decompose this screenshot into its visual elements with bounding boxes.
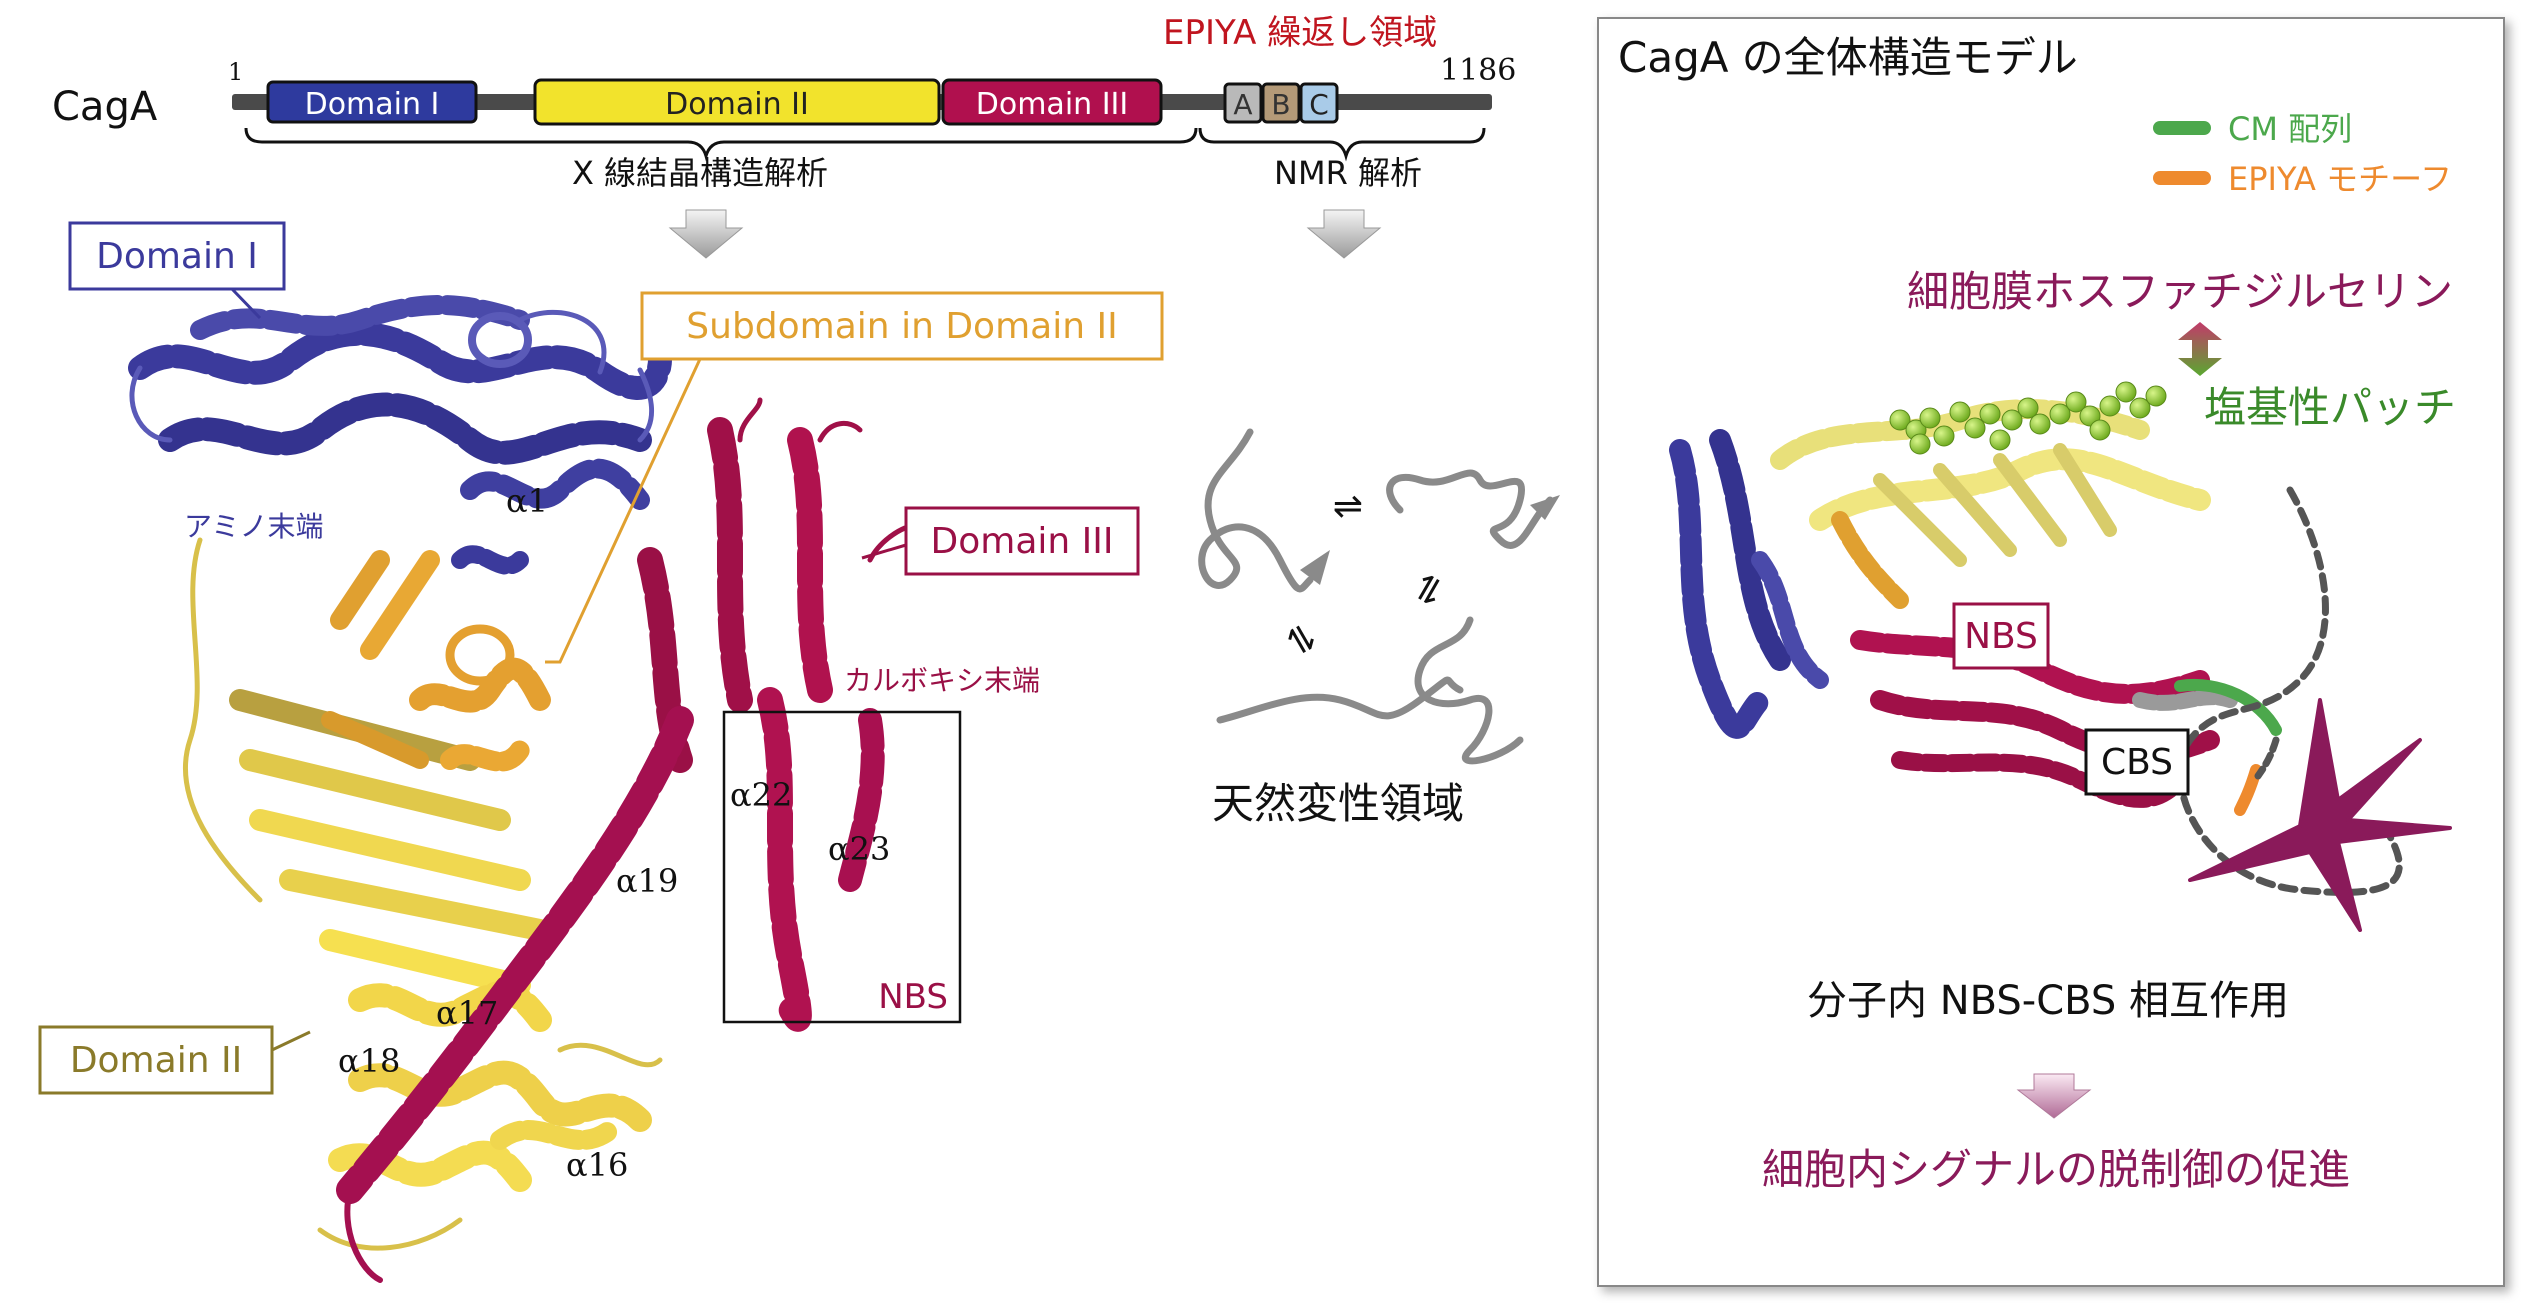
helix-a19-label: α19 [616, 862, 678, 900]
domain-iii-ribbon [336, 397, 908, 1283]
model-title: CagA の全体構造モデル [1618, 33, 2078, 82]
residue-end: 1186 [1440, 53, 1516, 88]
double-arrow [2178, 322, 2222, 376]
disorder-conformer-2 [1386, 469, 1554, 549]
domain-i-ribbon [128, 295, 672, 575]
svg-text:EPIYA モチーフ: EPIYA モチーフ [2228, 160, 2452, 198]
svg-text:NBS: NBS [1964, 616, 2038, 657]
epiya-c-box: C [1299, 82, 1339, 124]
domain-ii-label: Domain II [38, 1025, 311, 1095]
equilibrium-top: ⇌ [1333, 486, 1363, 527]
svg-text:Domain II: Domain II [70, 1040, 242, 1081]
xray-label: X 線結晶構造解析 [572, 154, 828, 192]
basic-patch-label: 塩基性パッチ [2204, 383, 2456, 432]
subdomain-label: Subdomain in Domain II [545, 291, 1164, 664]
down-arrow-nmr [1306, 209, 1382, 259]
subdomain-ribbon [321, 550, 551, 772]
svg-text:CM 配列: CM 配列 [2228, 110, 2352, 148]
interaction-label: 分子内 NBS-CBS 相互作用 [1807, 978, 2289, 1024]
basic-patch-spheres [1889, 381, 2167, 455]
helix-a22-label: α22 [730, 776, 792, 814]
domain-i-label: Domain I [68, 221, 286, 320]
domain-iii-label: Domain III [861, 506, 1140, 576]
nmr-label: NMR 解析 [1274, 154, 1422, 192]
svg-text:Domain I: Domain I [305, 87, 440, 122]
legend-epiya: EPIYA モチーフ [2153, 160, 2452, 198]
svg-text:Domain II: Domain II [665, 87, 809, 122]
legend-cm: CM 配列 [2153, 110, 2352, 148]
helix-a18-label: α18 [338, 1042, 400, 1080]
domain-i-box: Domain I [266, 80, 478, 124]
svg-text:Domain I: Domain I [96, 236, 258, 277]
model-cbs-label: CBS [2084, 728, 2190, 796]
svg-text:Subdomain in Domain II: Subdomain in Domain II [686, 306, 1117, 347]
epiya-a-box: A [1223, 82, 1263, 124]
amino-terminus-label: アミノ末端 [184, 510, 323, 543]
helix-a17-label: α17 [436, 994, 498, 1032]
cm-segment [2174, 678, 2282, 736]
carboxy-terminus-label: カルボキシ末端 [844, 664, 1040, 697]
down-arrow-model [2016, 1073, 2092, 1119]
equilibrium-left: ⇌ [1276, 616, 1327, 663]
disorder-conformer-3 [1216, 676, 1464, 724]
down-arrow-xray [668, 209, 744, 259]
membrane-shape [2188, 698, 2452, 932]
helix-a23-label: α23 [828, 830, 890, 868]
model-panel: CagA の全体構造モデル CM 配列 EPIYA モチーフ 細胞膜ホスファチジ… [1597, 17, 2505, 1287]
domain-iii-box: Domain III [941, 78, 1163, 126]
epiya-region-title: EPIYA 繰返し領域 [1163, 13, 1437, 53]
svg-text:Domain III: Domain III [931, 521, 1114, 562]
svg-text:B: B [1271, 88, 1290, 121]
residue-start: 1 [228, 58, 243, 86]
caga-label: CagA [52, 84, 158, 130]
nbs-box: NBS [722, 710, 962, 1024]
disorder-label: 天然変性領域 [1212, 779, 1464, 828]
membrane-ps-label: 細胞膜ホスファチジルセリン [1907, 267, 2453, 316]
epiya-segment [2234, 764, 2262, 816]
disorder-conformer-1 [1198, 428, 1314, 593]
svg-text:CBS: CBS [2101, 742, 2173, 783]
crystal-structure: Domain I Subdomain in Domain II Domain I… [38, 221, 1164, 1283]
helix-a1-label: α1 [506, 482, 548, 520]
nmr-brace [1198, 127, 1486, 162]
disordered-region [1198, 428, 1560, 765]
helix-a16-label: α16 [566, 1146, 628, 1184]
svg-text:Domain III: Domain III [976, 87, 1129, 122]
model-nbs-label: NBS [1952, 602, 2050, 670]
epiya-b-box: B [1261, 82, 1301, 124]
svg-text:C: C [1309, 88, 1329, 121]
svg-text:A: A [1233, 88, 1252, 121]
equilibrium-right: ⇌ [1403, 566, 1454, 613]
disorder-conformer-4 [1414, 616, 1524, 765]
domain-ii-box: Domain II [533, 78, 941, 126]
xray-brace [244, 127, 1198, 162]
svg-text:NBS: NBS [878, 977, 948, 1017]
result-label: 細胞内シグナルの脱制御の促進 [1762, 1145, 2350, 1194]
domain-map: CagA 1 1186 EPIYA 繰返し領域 Domain I Domain … [52, 13, 1516, 259]
